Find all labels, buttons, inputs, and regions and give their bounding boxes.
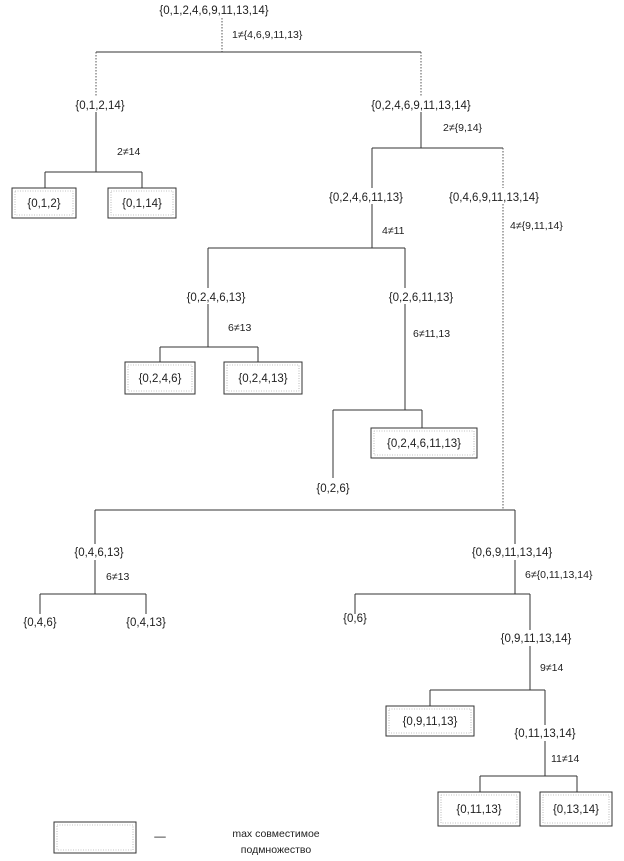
result-box-inner (110, 190, 174, 216)
result-box (370, 427, 478, 459)
node-label: {0,1,14} (122, 198, 162, 210)
result-box-inner (440, 794, 518, 824)
node-label: {0,2,4,13} (238, 373, 287, 385)
condition-label: 2≠{9,14} (443, 122, 483, 134)
node-label-root: {0,1,2,4,6,9,11,13,14} (159, 5, 268, 17)
legend-text-line1: max совместимое (232, 828, 319, 840)
node-label: {0,2,4,6,13} (187, 292, 246, 304)
result-box-inner (542, 794, 610, 824)
node-label: {0,9,11,13} (403, 716, 458, 728)
result-box (124, 361, 196, 395)
node-labels: {0,1,2,4,6,9,11,13,14} {0,1,2,14} {0,2,4… (23, 5, 599, 816)
node-label: {0,2,4,6,9,11,13,14} (371, 100, 471, 112)
result-box (539, 791, 613, 827)
node-label: {0,1,2,14} (75, 100, 124, 112)
result-box-inner (226, 364, 300, 392)
condition-label: 6≠13 (106, 571, 129, 583)
condition-label: 9≠14 (540, 662, 563, 674)
result-box-inner (388, 708, 472, 734)
condition-label: 6≠11,13 (413, 328, 450, 340)
condition-labels: 1≠{4,6,9,11,13} 2≠14 2≠{9,14} 4≠11 4≠{9,… (106, 29, 593, 765)
legend: — max совместимое подмножество (53, 821, 320, 856)
condition-label: 11≠14 (551, 753, 580, 765)
tree-edges (39, 18, 578, 792)
node-label: {0,2,4,6,11,13} (387, 438, 461, 450)
node-label: {0,2,6} (316, 483, 349, 495)
result-box (437, 791, 521, 827)
legend-text-line2: подмножество (241, 844, 312, 856)
node-label: {0,4,6,9,11,13,14} (449, 192, 539, 204)
result-box (223, 361, 303, 395)
node-label: {0,2,4,6} (139, 373, 182, 385)
node-label: {0,1,2} (27, 198, 60, 210)
result-box-inner (373, 430, 475, 456)
legend-box (53, 821, 137, 854)
node-label: {0,11,13} (456, 804, 501, 816)
result-boxes (11, 187, 613, 827)
legend-box-inner (56, 824, 134, 851)
result-box-inner (14, 190, 74, 216)
condition-label: 6≠{0,11,13,14} (525, 569, 593, 581)
condition-label: 2≠14 (117, 146, 140, 158)
node-label: {0,6} (343, 613, 367, 625)
condition-label: 4≠{9,11,14} (510, 220, 563, 232)
condition-label: 4≠11 (382, 225, 405, 237)
condition-label: 6≠13 (228, 322, 251, 334)
result-box (107, 187, 177, 219)
result-box (11, 187, 77, 219)
node-label: {0,4,13} (126, 617, 166, 629)
node-label: {0,2,6,11,13} (389, 292, 454, 304)
node-label: {0,13,14} (553, 804, 599, 816)
node-label: {0,9,11,13,14} (501, 633, 572, 645)
condition-label: 1≠{4,6,9,11,13} (232, 29, 303, 41)
node-label: {0,4,6,13} (74, 547, 123, 559)
result-box (385, 705, 475, 737)
node-label: {0,11,13,14} (514, 728, 575, 740)
node-label: {0,4,6} (23, 617, 56, 629)
node-label: {0,2,4,6,11,13} (329, 192, 403, 204)
node-label: {0,6,9,11,13,14} (472, 547, 553, 559)
legend-dash: — (154, 831, 166, 843)
